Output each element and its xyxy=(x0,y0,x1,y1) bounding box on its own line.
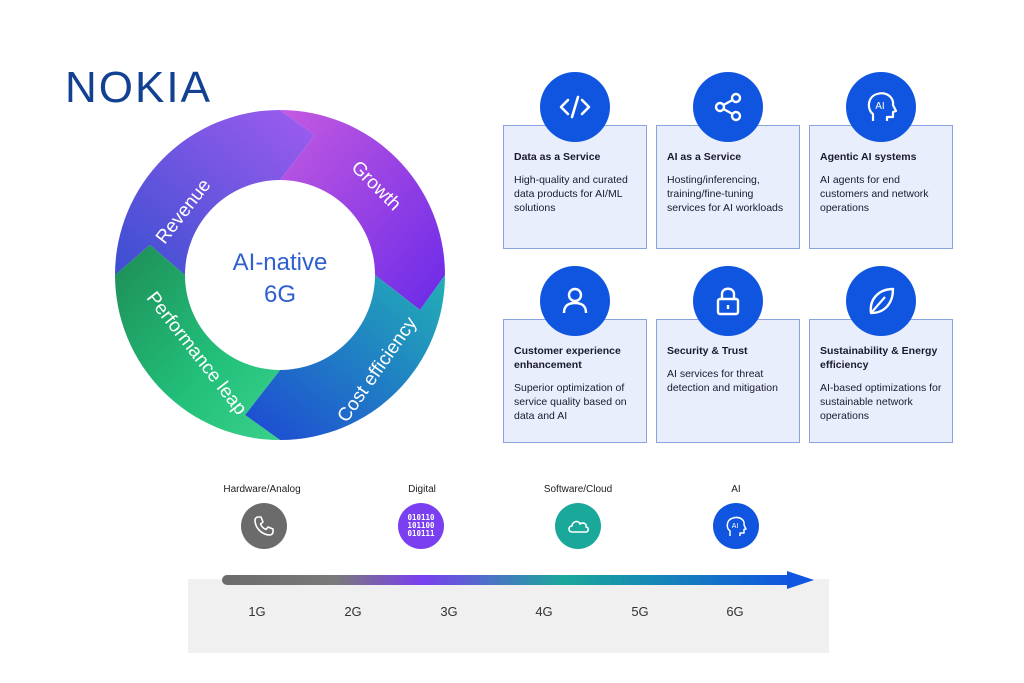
generation-2g: 2G xyxy=(344,604,362,619)
card-description: AI services for threat detection and mit… xyxy=(667,368,778,394)
card-title: Security & Trust xyxy=(667,345,748,357)
phone-icon xyxy=(241,503,287,549)
card-description: Superior optimization of service quality… xyxy=(514,382,627,422)
cloud-icon xyxy=(555,503,601,549)
ai-head-icon: AI xyxy=(846,72,916,142)
generation-5g: 5G xyxy=(631,604,649,619)
card-customer-experience: Customer experience enhancement Superior… xyxy=(503,319,647,443)
ai-badge-text: AI xyxy=(732,523,739,530)
card-data-as-a-service: Data as a Service High-quality and curat… xyxy=(503,125,647,249)
binary-line-3: 010111 xyxy=(407,529,435,538)
cycle-center-line2: 6G xyxy=(264,281,296,308)
code-icon xyxy=(540,72,610,142)
era-label-hardware-analog: Hardware/Analog xyxy=(223,484,301,495)
generation-6g: 6G xyxy=(726,604,744,619)
svg-text:NOKIA: NOKIA xyxy=(65,66,212,106)
card-description: Hosting/inferencing, training/fine-tunin… xyxy=(667,174,784,214)
card-title: Agentic AI systems xyxy=(820,151,917,163)
generation-3g: 3G xyxy=(440,604,458,619)
cycle-center-line1: AI-native xyxy=(233,249,328,276)
ai-head-icon: AI xyxy=(713,503,759,549)
segment-revenue xyxy=(115,110,315,275)
card-description: AI agents for end customers and network … xyxy=(820,174,929,214)
timeline-arrow xyxy=(222,571,814,589)
era-label-digital: Digital xyxy=(408,484,436,495)
generation-1g: 1G xyxy=(248,604,266,619)
lock-icon xyxy=(693,266,763,336)
era-label-software-cloud: Software/Cloud xyxy=(543,484,613,495)
segment-cost-efficiency xyxy=(245,275,445,440)
nokia-logo: NOKIA xyxy=(65,66,212,106)
generation-4g: 4G xyxy=(535,604,553,619)
timeline-panel xyxy=(188,579,829,653)
segment-performance-leap xyxy=(115,245,280,440)
share-icon xyxy=(693,72,763,142)
card-ai-as-a-service: AI as a Service Hosting/inferencing, tra… xyxy=(656,125,800,249)
era-label-ai: AI xyxy=(731,484,741,495)
card-agentic-ai-systems: Agentic AI systems AI agents for end cus… xyxy=(809,125,953,249)
user-icon xyxy=(540,266,610,336)
card-security-trust: Security & Trust AI services for threat … xyxy=(656,319,800,443)
segment-growth xyxy=(280,110,445,310)
binary-line-1: 010110 xyxy=(407,513,435,522)
card-title: AI as a Service xyxy=(667,151,742,163)
card-title: Customer experience enhancement xyxy=(514,345,621,371)
card-description: AI-based optimizations for sustainable n… xyxy=(820,382,942,422)
leaf-icon xyxy=(846,266,916,336)
card-sustainability: Sustainability & Energy efficiency AI-ba… xyxy=(809,319,953,443)
svg-text:AI: AI xyxy=(875,101,884,112)
binary-line-2: 101100 xyxy=(407,521,435,530)
card-description: High-quality and curated data products f… xyxy=(514,174,628,214)
binary-icon: 010110 101100 010111 xyxy=(398,503,444,549)
cycle-diagram: Revenue Growth Cost efficiency Performan… xyxy=(115,110,445,440)
card-title: Data as a Service xyxy=(514,151,601,163)
card-title: Sustainability & Energy efficiency xyxy=(820,345,938,371)
